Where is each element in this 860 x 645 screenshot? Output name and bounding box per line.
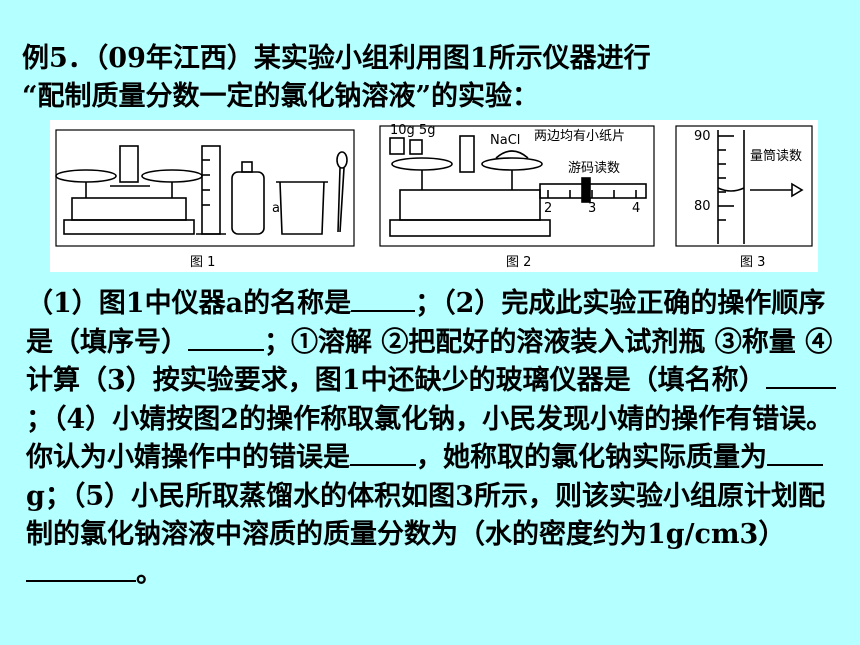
- problem-header: 例5．（09年江西）某实验小组利用图1所示仪器进行 “配制质量分数一定的氯化钠溶…: [22, 40, 842, 116]
- rider-tick-2: 2: [544, 201, 552, 216]
- fig2-caption: 图 2: [506, 255, 531, 270]
- weighing-balance-icon: [389, 135, 551, 237]
- paper-note: 两边均有小纸片: [534, 129, 625, 144]
- rider-scale-icon: [539, 177, 647, 203]
- answer-blank-5[interactable]: [767, 440, 823, 466]
- fig1-caption: 图 1: [190, 255, 215, 270]
- figure-2: 10g 5g NaCl 两边均有小纸片 游码读数 2 3 4 图 2: [379, 123, 655, 270]
- question-part-4: ；（4）小婧按图2的操作称取氯化钠，小民发现小婧的操作有错误。你认为小婧操作中的…: [26, 403, 834, 474]
- measuring-cylinder-icon: [196, 145, 226, 235]
- answer-blank-6[interactable]: [26, 556, 136, 582]
- beaker-icon: [276, 181, 328, 235]
- answer-blank-3[interactable]: [765, 363, 836, 389]
- rider-tick-3: 3: [588, 201, 596, 216]
- question-part-1: （1）图1中仪器a的名称是: [26, 288, 352, 319]
- question-body: （1）图1中仪器a的名称是；（2）完成此实验正确的操作顺序是（填序号）；①溶解 …: [26, 285, 838, 593]
- header-line-1: 例5．（09年江西）某实验小组利用图1所示仪器进行: [22, 43, 651, 74]
- nacl-label: NaCl: [490, 133, 520, 148]
- answer-blank-4[interactable]: [350, 440, 416, 466]
- figures-illustration: a 图 1: [55, 123, 813, 270]
- figure-3: 90 80 量筒读数 图 3: [675, 125, 813, 270]
- question-part-3: ；①溶解 ②把配好的溶液装入试剂瓶 ③称量 ④计算（3）按实验要求，图1中还缺少…: [26, 326, 833, 397]
- cylinder-scale-icon: [717, 130, 804, 244]
- figure-1: a 图 1: [55, 129, 355, 270]
- cylinder-reading-label: 量筒读数: [750, 148, 802, 164]
- fig3-caption: 图 3: [740, 255, 765, 270]
- question-part-6: g；（5）小民所取蒸馏水的体积如图3所示，则该实验小组原计划配制的氯化钠溶液中溶…: [26, 480, 825, 551]
- question-part-7: 。: [136, 557, 163, 589]
- dropper-icon: [336, 151, 348, 233]
- answer-blank-2[interactable]: [188, 325, 264, 351]
- rider-reading-label: 游码读数: [568, 161, 620, 176]
- question-part-2: ；（2）完成此实验正确的操作顺序是（填序号）: [26, 288, 826, 358]
- tick-80: 80: [694, 199, 711, 214]
- tick-90: 90: [694, 129, 711, 144]
- balance-icon: [55, 145, 203, 235]
- question-part-5: ，她称取的氯化钠实际质量为: [416, 442, 767, 473]
- rider-tick-4: 4: [632, 201, 640, 216]
- weights-label: 10g 5g: [390, 123, 435, 138]
- header-line-2: “配制质量分数一定的氯化钠溶液”的实验：: [22, 81, 540, 112]
- reagent-bottle-icon: [231, 161, 265, 235]
- figure-strip: a 图 1: [50, 120, 818, 272]
- answer-blank-1[interactable]: [351, 286, 416, 312]
- label-a: a: [272, 201, 280, 216]
